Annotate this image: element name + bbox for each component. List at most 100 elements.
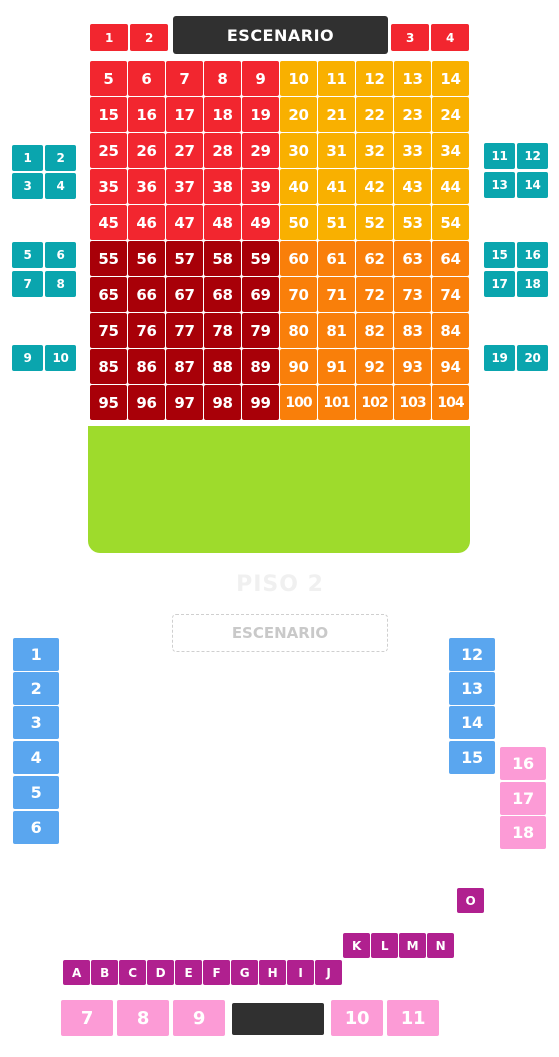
grid-seat[interactable]: 58 [204,241,241,276]
row-aj-seat[interactable]: D [147,960,174,985]
grid-seat[interactable]: 43 [394,169,431,204]
grid-seat[interactable]: 31 [318,133,355,168]
grid-seat[interactable]: 97 [166,385,203,420]
stage-side-seat[interactable]: 2 [130,24,168,51]
grid-seat[interactable]: 28 [204,133,241,168]
side-box-right[interactable]: 16 [517,242,548,268]
grid-seat[interactable]: 29 [242,133,279,168]
grid-seat[interactable]: 88 [204,349,241,384]
grid-seat[interactable]: 81 [318,313,355,348]
grid-seat[interactable]: 92 [356,349,393,384]
grid-seat[interactable]: 84 [432,313,469,348]
grid-seat[interactable]: 52 [356,205,393,240]
grid-seat[interactable]: 63 [394,241,431,276]
grid-seat[interactable]: 48 [204,205,241,240]
side-box-right[interactable]: 19 [484,345,515,371]
row-aj-seat[interactable]: E [175,960,202,985]
row-aj-seat[interactable]: A [63,960,90,985]
grid-seat[interactable]: 94 [432,349,469,384]
pink-box-right[interactable]: 18 [500,816,546,849]
grid-seat[interactable]: 5 [90,61,127,96]
grid-seat[interactable]: 75 [90,313,127,348]
grid-seat[interactable]: 56 [128,241,165,276]
grid-seat[interactable]: 11 [318,61,355,96]
grid-seat[interactable]: 32 [356,133,393,168]
grid-seat[interactable]: 82 [356,313,393,348]
grid-seat[interactable]: 53 [394,205,431,240]
grid-seat[interactable]: 21 [318,97,355,132]
grid-seat[interactable]: 98 [204,385,241,420]
row-kn-seat[interactable]: K [343,933,370,958]
grid-seat[interactable]: 40 [280,169,317,204]
bottom-box-left[interactable]: 8 [117,1000,169,1036]
grid-seat[interactable]: 19 [242,97,279,132]
grid-seat[interactable]: 95 [90,385,127,420]
stage-side-seat[interactable]: 1 [90,24,128,51]
row-kn-seat[interactable]: M [399,933,426,958]
grid-seat[interactable]: 85 [90,349,127,384]
grid-seat[interactable]: 73 [394,277,431,312]
side-box-left[interactable]: 2 [45,145,76,171]
grid-seat[interactable]: 66 [128,277,165,312]
grid-seat[interactable]: 27 [166,133,203,168]
grid-seat[interactable]: 72 [356,277,393,312]
grid-seat[interactable]: 59 [242,241,279,276]
grid-seat[interactable]: 54 [432,205,469,240]
grid-seat[interactable]: 86 [128,349,165,384]
grid-seat[interactable]: 46 [128,205,165,240]
row-aj-seat[interactable]: H [259,960,286,985]
grid-seat[interactable]: 62 [356,241,393,276]
bottom-box-left[interactable]: 9 [173,1000,225,1036]
row-kn-seat[interactable]: N [427,933,454,958]
row-aj-seat[interactable]: B [91,960,118,985]
grid-seat[interactable]: 50 [280,205,317,240]
grid-seat[interactable]: 30 [280,133,317,168]
grid-seat[interactable]: 42 [356,169,393,204]
grid-seat[interactable]: 55 [90,241,127,276]
grid-seat[interactable]: 17 [166,97,203,132]
row-aj-seat[interactable]: J [315,960,342,985]
row-kn-seat[interactable]: L [371,933,398,958]
box-left[interactable]: 5 [13,776,59,809]
grid-seat[interactable]: 93 [394,349,431,384]
side-box-left[interactable]: 10 [45,345,76,371]
side-box-right[interactable]: 11 [484,143,515,169]
grid-seat[interactable]: 10 [280,61,317,96]
grid-seat[interactable]: 76 [128,313,165,348]
grid-seat[interactable]: 14 [432,61,469,96]
grid-seat[interactable]: 71 [318,277,355,312]
grid-seat[interactable]: 78 [204,313,241,348]
box-left[interactable]: 2 [13,672,59,705]
grid-seat[interactable]: 18 [204,97,241,132]
side-box-right[interactable]: 20 [517,345,548,371]
grid-seat[interactable]: 79 [242,313,279,348]
grid-seat[interactable]: 67 [166,277,203,312]
pink-box-right[interactable]: 16 [500,747,546,780]
grid-seat[interactable]: 16 [128,97,165,132]
side-box-right[interactable]: 14 [517,172,548,198]
grid-seat[interactable]: 9 [242,61,279,96]
grid-seat[interactable]: 8 [204,61,241,96]
grid-seat[interactable]: 38 [204,169,241,204]
bottom-box-right[interactable]: 10 [331,1000,383,1036]
grid-seat[interactable]: 34 [432,133,469,168]
grid-seat[interactable]: 36 [128,169,165,204]
grid-seat[interactable]: 68 [204,277,241,312]
grid-seat[interactable]: 33 [394,133,431,168]
side-box-left[interactable]: 8 [45,271,76,297]
grid-seat[interactable]: 90 [280,349,317,384]
stage-side-seat[interactable]: 3 [391,24,429,51]
grid-seat[interactable]: 47 [166,205,203,240]
grid-seat[interactable]: 100 [280,385,317,420]
grid-seat[interactable]: 45 [90,205,127,240]
side-box-left[interactable]: 1 [12,145,43,171]
box-right[interactable]: 15 [449,741,495,774]
box-left[interactable]: 4 [13,741,59,774]
grid-seat[interactable]: 80 [280,313,317,348]
grid-seat[interactable]: 87 [166,349,203,384]
side-box-right[interactable]: 18 [517,271,548,297]
grid-seat[interactable]: 104 [432,385,469,420]
grid-seat[interactable]: 64 [432,241,469,276]
row-o-seat[interactable]: O [457,888,484,913]
grid-seat[interactable]: 69 [242,277,279,312]
